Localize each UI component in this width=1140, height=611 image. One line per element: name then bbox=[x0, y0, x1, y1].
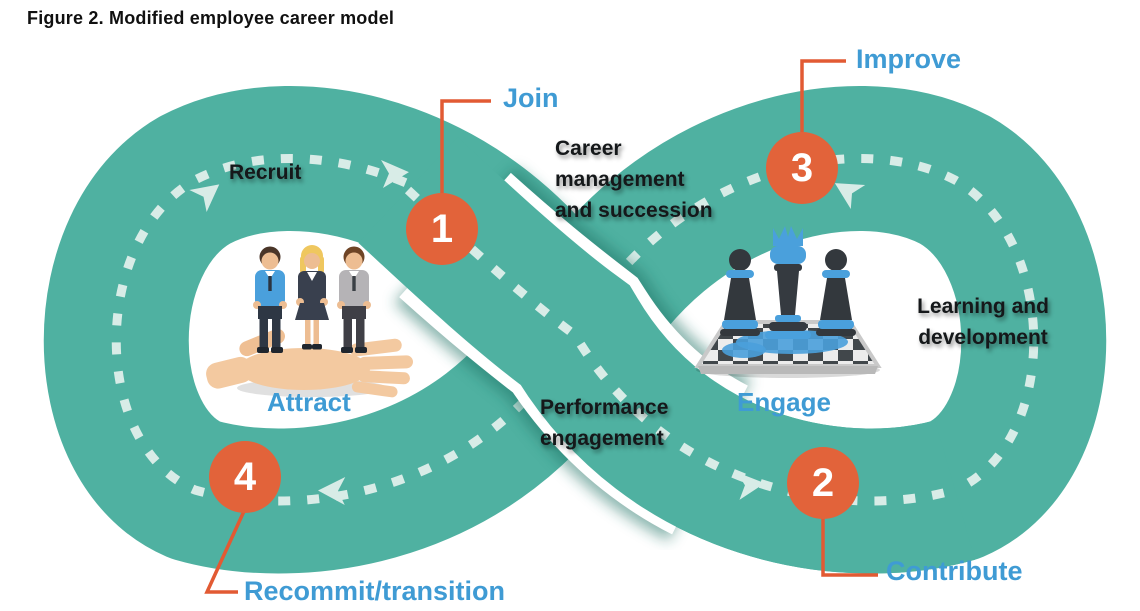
person-blue-shirt bbox=[253, 246, 287, 353]
loop-label-engage: Engage bbox=[737, 387, 831, 417]
arrow-left-icon bbox=[318, 477, 346, 505]
milestone-label-recommit-transition: Recommit/transition bbox=[244, 576, 506, 606]
arrow-right-icon bbox=[381, 160, 409, 188]
person-gray-vest bbox=[337, 246, 371, 353]
milestone-label-improve: Improve bbox=[856, 44, 962, 74]
join-connector-line bbox=[440, 99, 491, 199]
milestone-3-badge: 3 bbox=[766, 132, 838, 204]
arrow-up-right-icon bbox=[189, 184, 220, 213]
arrow-right-icon bbox=[736, 472, 765, 500]
recommit-connector-line bbox=[204, 508, 247, 594]
ribbon-overpass bbox=[358, 137, 975, 574]
milestone-connectors bbox=[204, 59, 878, 594]
arrow-up-left-icon bbox=[834, 183, 866, 210]
flow-arrows bbox=[189, 160, 866, 505]
stage-label-career-management: Career management and succession bbox=[555, 137, 713, 222]
stage-label-performance-engagement: Performance engagement bbox=[540, 396, 669, 450]
figure-title: Figure 2. Modified employee career model bbox=[27, 8, 395, 28]
milestone-label-join: Join bbox=[503, 83, 559, 113]
person-blonde-woman bbox=[295, 245, 329, 350]
milestone-4-badge: 4 bbox=[209, 441, 281, 513]
contribute-connector-line bbox=[821, 516, 878, 577]
chess-pieces-icon bbox=[694, 226, 882, 378]
chess-pawn-left bbox=[720, 249, 760, 336]
people-in-hand-icon bbox=[206, 245, 413, 398]
stage-label-recruit: Recruit bbox=[229, 161, 302, 184]
stage-label-learning-development: Learning and development bbox=[917, 295, 1049, 349]
milestone-1-badge: 1 bbox=[406, 193, 478, 265]
chess-pawn-right bbox=[816, 249, 856, 336]
loop-label-attract: Attract bbox=[267, 387, 351, 417]
chess-king bbox=[765, 226, 811, 339]
improve-connector-line bbox=[800, 59, 846, 135]
milestone-label-contribute: Contribute bbox=[886, 556, 1023, 586]
milestone-2-badge: 2 bbox=[787, 447, 859, 519]
